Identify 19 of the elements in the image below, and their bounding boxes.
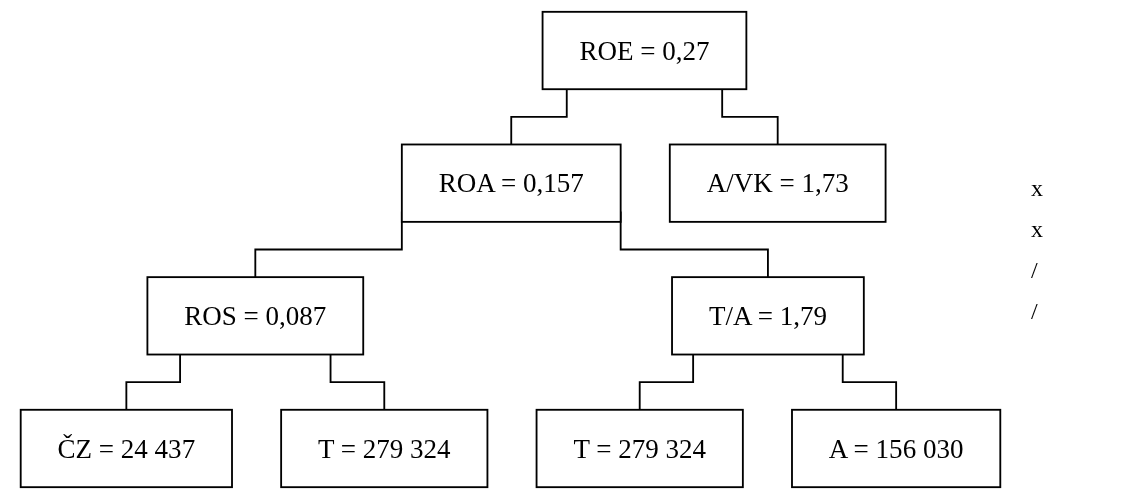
- operator-label: x: [1031, 215, 1044, 243]
- connector: [721, 88, 779, 146]
- node-box: T = 279 324: [280, 408, 489, 489]
- node-box: ROA = 0,157: [400, 143, 622, 223]
- connector: [510, 88, 568, 146]
- node-box: T/A = 1,79: [671, 276, 865, 356]
- operator-label: /: [1031, 297, 1039, 325]
- node-box: ROE = 0,27: [541, 10, 748, 91]
- connector: [841, 353, 898, 411]
- connector: [329, 353, 386, 411]
- operator-label: x: [1031, 174, 1044, 202]
- connector: [638, 353, 695, 411]
- node-box: T = 279 324: [535, 408, 744, 489]
- connector: [125, 353, 181, 411]
- node-box: ROS = 0,087: [146, 276, 365, 356]
- operator-label: /: [1031, 256, 1039, 284]
- node-box: A/VK = 1,73: [668, 143, 887, 223]
- node-box: ČZ = 24 437: [19, 408, 233, 489]
- node-box: A = 156 030: [791, 408, 1002, 489]
